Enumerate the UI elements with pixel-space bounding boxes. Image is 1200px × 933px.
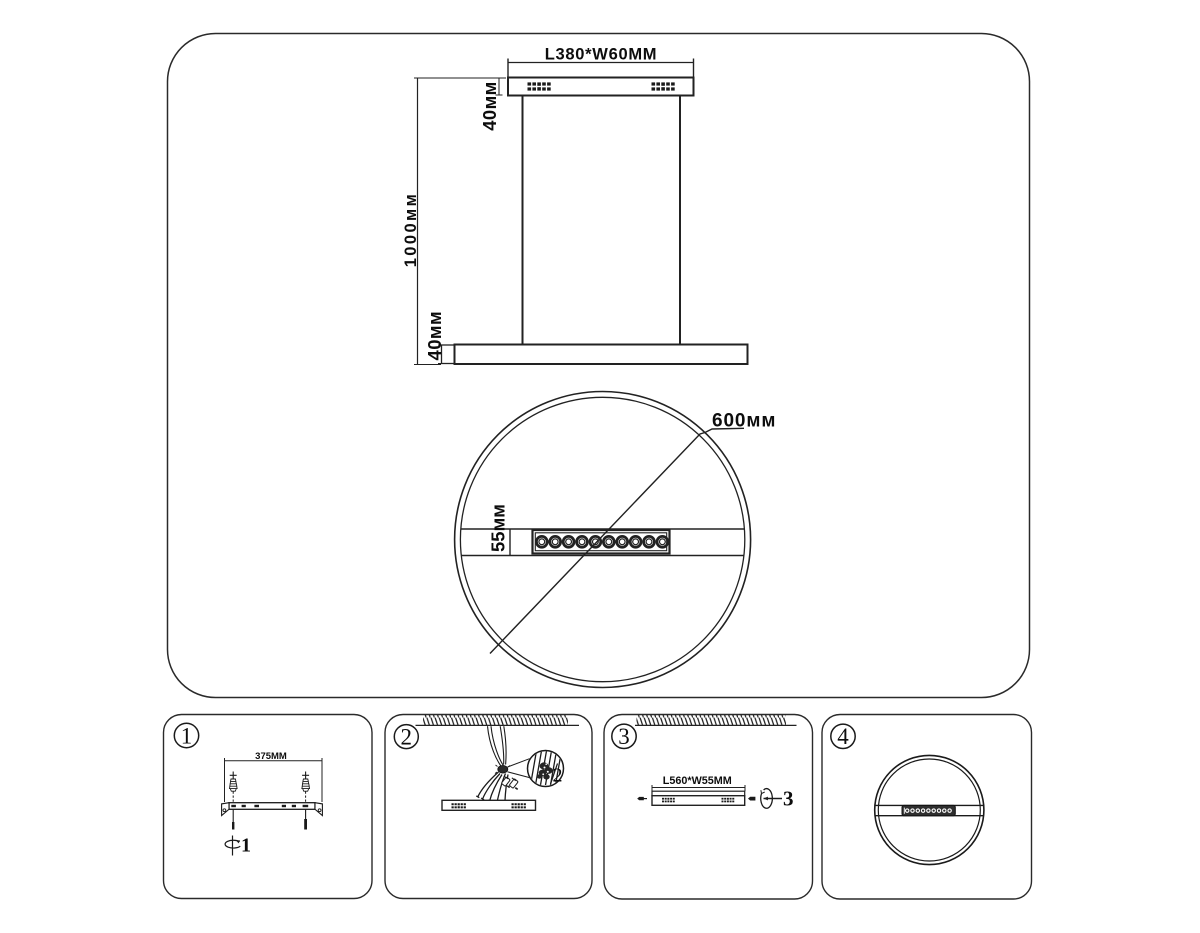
svg-text:2: 2 [401,725,413,750]
svg-text:55мм: 55мм [488,504,509,552]
svg-text:600мм: 600мм [712,411,776,432]
svg-text:L560*W55MM: L560*W55MM [663,775,732,787]
svg-text:L380*W60MM: L380*W60MM [545,46,657,64]
svg-text:3: 3 [618,724,630,749]
svg-text:40мм: 40мм [424,311,445,361]
svg-text:40мм: 40мм [479,81,500,131]
svg-text:1000мм: 1000мм [402,192,420,268]
svg-text:1: 1 [241,835,251,857]
svg-text:2: 2 [553,765,563,787]
svg-text:375MM: 375MM [255,751,287,762]
svg-text:1: 1 [181,723,193,748]
svg-text:4: 4 [837,724,849,749]
svg-text:3: 3 [783,787,794,811]
